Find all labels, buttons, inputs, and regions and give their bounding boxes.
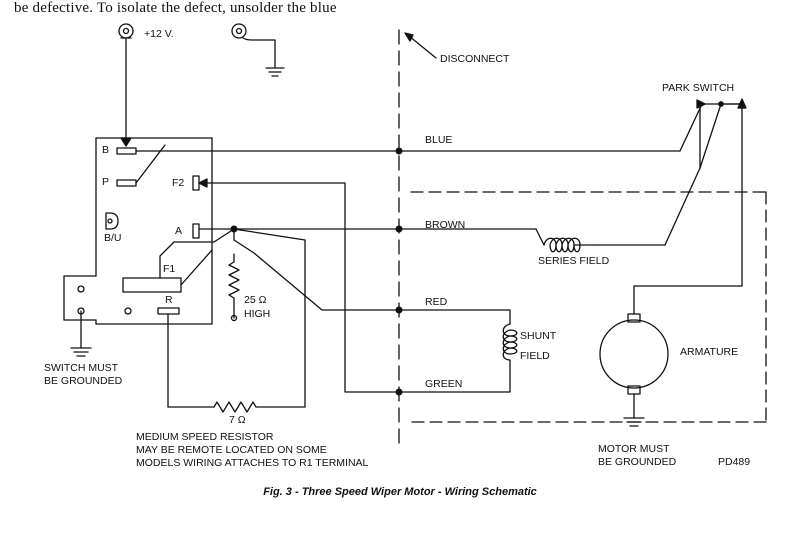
terminal-b-label: B	[102, 144, 110, 156]
shunt-field-coil-icon	[502, 323, 518, 379]
bu-connector-icon	[105, 212, 119, 230]
terminal-r-icon	[157, 307, 180, 315]
terminal-b-icon	[116, 147, 137, 155]
shunt-label: SHUNT	[520, 330, 557, 342]
red-label: RED	[425, 296, 448, 308]
terminal-f2-icon	[192, 175, 200, 191]
figure-caption: Fig. 3 - Three Speed Wiper Motor - Wirin…	[263, 486, 537, 498]
junction-dots	[230, 147, 403, 396]
terminal-f1-icon	[122, 277, 182, 293]
resistor-25-label: 25 Ω	[244, 294, 267, 306]
series-field-label: SERIES FIELD	[538, 255, 610, 267]
switch-must-label: SWITCH MUST	[44, 362, 119, 374]
note-line-2: MAY BE REMOTE LOCATED ON SOME	[136, 444, 327, 456]
armature-label: ARMATURE	[680, 346, 739, 358]
header-text: be defective. To isolate the defect, uns…	[14, 0, 337, 16]
terminal-r-label: R	[165, 294, 173, 306]
motor-must-label: MOTOR MUST	[598, 443, 670, 455]
terminal-p-icon	[116, 179, 137, 187]
ground-terminal-icon	[231, 23, 285, 77]
blue-label: BLUE	[425, 134, 453, 146]
green-label: GREEN	[425, 378, 463, 390]
park-switch-label: PARK SWITCH	[662, 82, 735, 94]
note-line-1: MEDIUM SPEED RESISTOR	[136, 431, 274, 443]
switch-grounded-label: BE GROUNDED	[44, 375, 123, 387]
resistor-high-label: HIGH	[244, 308, 271, 320]
terminal-f2-label: F2	[172, 177, 185, 189]
note-line-3: MODELS WIRING ATTACHES TO R1 TERMINAL	[136, 457, 369, 469]
blue-wire	[135, 103, 703, 152]
field-label: FIELD	[520, 350, 550, 362]
switch-box	[63, 137, 213, 357]
disconnect-label: DISCONNECT	[440, 53, 510, 65]
armature-icon	[599, 285, 743, 427]
pd-code-label: PD489	[718, 456, 751, 468]
series-field-coil-icon	[543, 237, 595, 253]
supply-terminal-icon	[118, 23, 134, 147]
internal-wiring	[159, 228, 511, 413]
brown-wire	[198, 167, 701, 246]
terminal-f1-label: F1	[163, 263, 176, 275]
resistor-7-label: 7 Ω	[229, 414, 246, 426]
motor-housing	[410, 191, 767, 423]
terminal-p-label: P	[102, 176, 110, 188]
brown-label: BROWN	[425, 219, 466, 231]
green-wire	[198, 178, 511, 393]
terminal-a-icon	[192, 223, 200, 239]
terminal-bu-label: B/U	[104, 232, 122, 244]
park-switch-icon	[696, 98, 747, 287]
terminal-a-label: A	[175, 225, 183, 237]
motor-grounded-label: BE GROUNDED	[598, 456, 677, 468]
supply-label: +12 V.	[144, 28, 174, 40]
